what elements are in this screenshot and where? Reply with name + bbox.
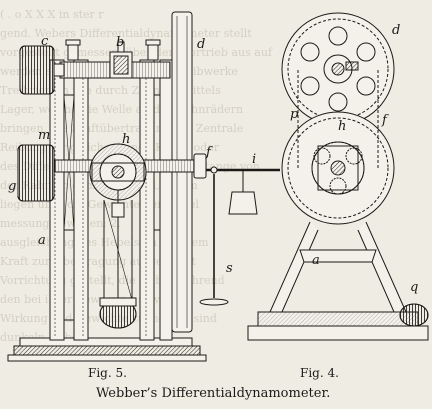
- label-g: g: [8, 179, 16, 194]
- wheel-f-front: [281, 111, 395, 225]
- fig4-frame-a: [247, 221, 429, 341]
- belts: [297, 70, 379, 168]
- pulley-c: [19, 45, 65, 95]
- lever-i: [199, 166, 280, 306]
- collar-f-fig5: [193, 153, 207, 179]
- caption-fig4: Fig. 4.: [300, 366, 339, 380]
- fig5-base: [7, 337, 207, 362]
- diagram-labels: c b d m h f g a i s d p h f a q: [8, 23, 418, 295]
- label-i: i: [252, 152, 256, 167]
- label-p: p: [290, 107, 299, 122]
- bleed-line: ( . o X X X in ster r: [0, 8, 104, 21]
- fig4-drawing: [247, 12, 429, 341]
- fig5-drawing: [7, 11, 280, 362]
- label-f-fig4: f: [381, 113, 389, 128]
- label-f-fig5: f: [205, 145, 213, 160]
- fig5-top-shaft: [59, 39, 171, 79]
- fig5-right-column: [139, 59, 173, 341]
- label-h-fig4: h: [338, 119, 346, 134]
- label-s: s: [226, 261, 233, 276]
- label-b: b: [116, 35, 124, 50]
- label-q: q: [410, 280, 418, 295]
- gear-housing-h: [89, 143, 147, 201]
- label-h-fig5: h: [122, 132, 130, 147]
- label-c: c: [41, 34, 49, 49]
- wheel-d-front: [281, 12, 395, 126]
- label-m: m: [38, 128, 50, 143]
- caption-title: Webber’s Differentialdynamometer.: [96, 386, 331, 401]
- label-a-fig5: a: [38, 233, 46, 248]
- caption-fig5: Fig. 5.: [88, 366, 127, 380]
- pulley-m: [17, 144, 55, 202]
- fig5-rods: [99, 190, 137, 329]
- label-d-fig4: d: [392, 23, 400, 38]
- label-a-fig4: a: [312, 253, 320, 268]
- spool-q: [399, 303, 429, 327]
- label-d-fig5: d: [197, 37, 205, 52]
- fig5-left-column: [49, 59, 89, 341]
